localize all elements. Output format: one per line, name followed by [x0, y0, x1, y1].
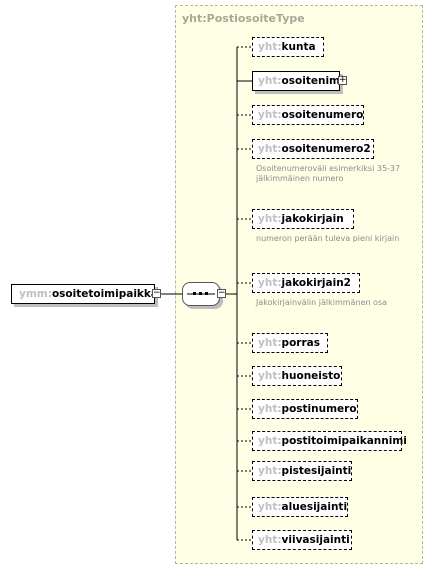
- element-name: pistesijainti: [281, 465, 352, 477]
- element-osoitenumero[interactable]: yht:osoitenumero: [252, 105, 364, 125]
- sequence-collapse-icon[interactable]: −: [217, 288, 226, 298]
- element-porras[interactable]: yht:porras: [252, 333, 328, 353]
- element-osoitenimi[interactable]: yht:osoitenimi: [252, 71, 344, 91]
- element-annotation: Osoitenumeroväli esimerkiksi 35-37 jälki…: [256, 164, 401, 183]
- root-collapse-icon[interactable]: −: [152, 288, 161, 298]
- element-prefix: yht:: [258, 75, 282, 87]
- type-title: yht:PostiosoiteType: [182, 12, 305, 25]
- element-huoneisto[interactable]: yht:huoneisto: [252, 366, 342, 386]
- element-jakokirjain[interactable]: yht:jakokirjain: [252, 209, 354, 229]
- element-name: jakokirjain: [281, 213, 344, 225]
- root-prefix: ymm:: [19, 288, 52, 300]
- sequence-compositor[interactable]: [182, 282, 220, 306]
- element-jakokirjain2[interactable]: yht:jakokirjain2: [252, 273, 360, 293]
- element-annotation: numeron perään tuleva pieni kirjain: [256, 234, 400, 243]
- element-name: osoitenimi: [281, 75, 344, 87]
- element-name: postinumero: [281, 403, 357, 415]
- root-element[interactable]: ymm:osoitetoimipaikka: [11, 284, 158, 304]
- element-name: huoneisto: [281, 370, 341, 382]
- element-prefix: yht:: [258, 41, 282, 53]
- element-name: aluesijainti: [281, 501, 348, 513]
- element-prefix: yht:: [258, 403, 282, 415]
- element-prefix: yht:: [258, 277, 282, 289]
- element-name: osoitenumero: [281, 109, 364, 121]
- element-prefix: yht:: [258, 435, 282, 447]
- element-viivasijainti[interactable]: yht:viivasijainti: [252, 530, 352, 550]
- element-aluesijainti[interactable]: yht:aluesijainti: [252, 497, 348, 517]
- expand-icon[interactable]: +: [338, 75, 347, 85]
- element-prefix: yht:: [258, 143, 282, 155]
- element-prefix: yht:: [258, 501, 282, 513]
- element-prefix: yht:: [258, 465, 282, 477]
- element-prefix: yht:: [258, 534, 282, 546]
- element-name: jakokirjain2: [281, 277, 351, 289]
- element-prefix: yht:: [258, 337, 282, 349]
- element-name: osoitenumero2: [281, 143, 371, 155]
- element-name: porras: [281, 337, 320, 349]
- element-postinumero[interactable]: yht:postinumero: [252, 399, 358, 419]
- element-kunta[interactable]: yht:kunta: [252, 37, 324, 57]
- sequence-icon: [187, 292, 215, 295]
- element-name: viivasijainti: [281, 534, 350, 546]
- element-pistesijainti[interactable]: yht:pistesijainti: [252, 461, 352, 481]
- element-prefix: yht:: [258, 109, 282, 121]
- element-prefix: yht:: [258, 213, 282, 225]
- element-prefix: yht:: [258, 370, 282, 382]
- element-name: kunta: [281, 41, 316, 53]
- element-osoitenumero2[interactable]: yht:osoitenumero2: [252, 139, 374, 159]
- element-annotation: Jakokirjainvälin jälkimmänen osa: [256, 298, 388, 307]
- element-postitoimipaikannimi[interactable]: yht:postitoimipaikannimi: [252, 431, 407, 451]
- root-name: osoitetoimipaikka: [51, 288, 158, 300]
- element-name: postitoimipaikannimi: [281, 435, 407, 447]
